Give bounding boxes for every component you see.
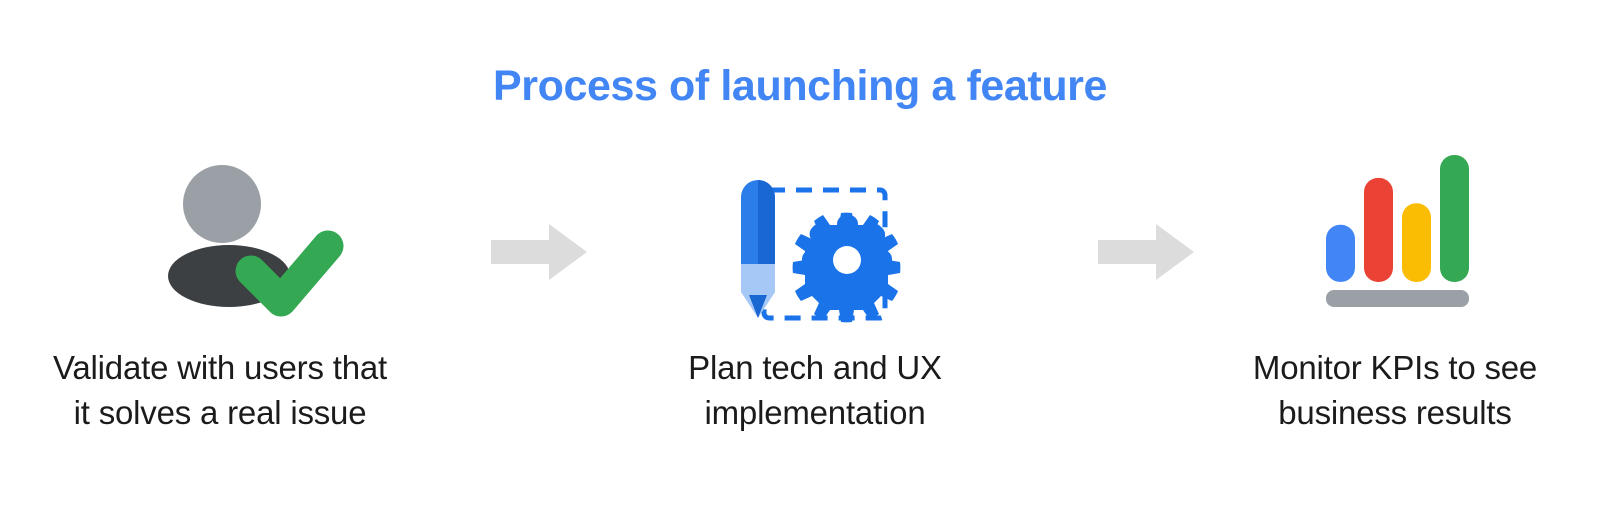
flow-arrow-1 [491,224,587,280]
page-title: Process of launching a feature [492,62,1108,110]
step-1-caption: Validate with users that it solves a rea… [10,345,430,435]
process-step-2: Plan tech and UX implementation [655,140,975,431]
bar-yellow [1402,203,1431,282]
bar-green [1440,155,1469,282]
chart-baseline [1326,290,1469,307]
process-step-3: Monitor KPIs to see business results [1205,140,1585,431]
validated-user-icon [10,140,430,335]
step-2-caption-line-2: implementation [704,394,926,431]
arrow-right-icon [491,224,587,280]
step-2-caption-line-1: Plan tech and UX [688,349,942,386]
pencil-icon [741,180,775,318]
step-3-caption-line-2: business results [1278,394,1512,431]
design-plan-icon [655,140,975,335]
gear-center-hole [833,246,861,274]
bar-chart-icon [1205,140,1585,335]
arrow-right-icon [1098,224,1194,280]
step-3-caption: Monitor KPIs to see business results [1205,345,1585,435]
green-checkmark-icon [235,230,344,317]
step-3-caption-line-1: Monitor KPIs to see [1252,349,1538,386]
bar-red [1364,177,1393,282]
step-1-caption-line-2: it solves a real issue [73,394,367,431]
bar-blue [1326,224,1355,282]
step-2-caption: Plan tech and UX implementation [655,345,975,435]
step-1-caption-line-1: Validate with users that [53,349,387,386]
gear-icon [792,212,901,323]
flow-arrow-2 [1098,224,1194,280]
process-step-1: Validate with users that it solves a rea… [10,140,430,431]
person-head-icon [183,165,261,243]
